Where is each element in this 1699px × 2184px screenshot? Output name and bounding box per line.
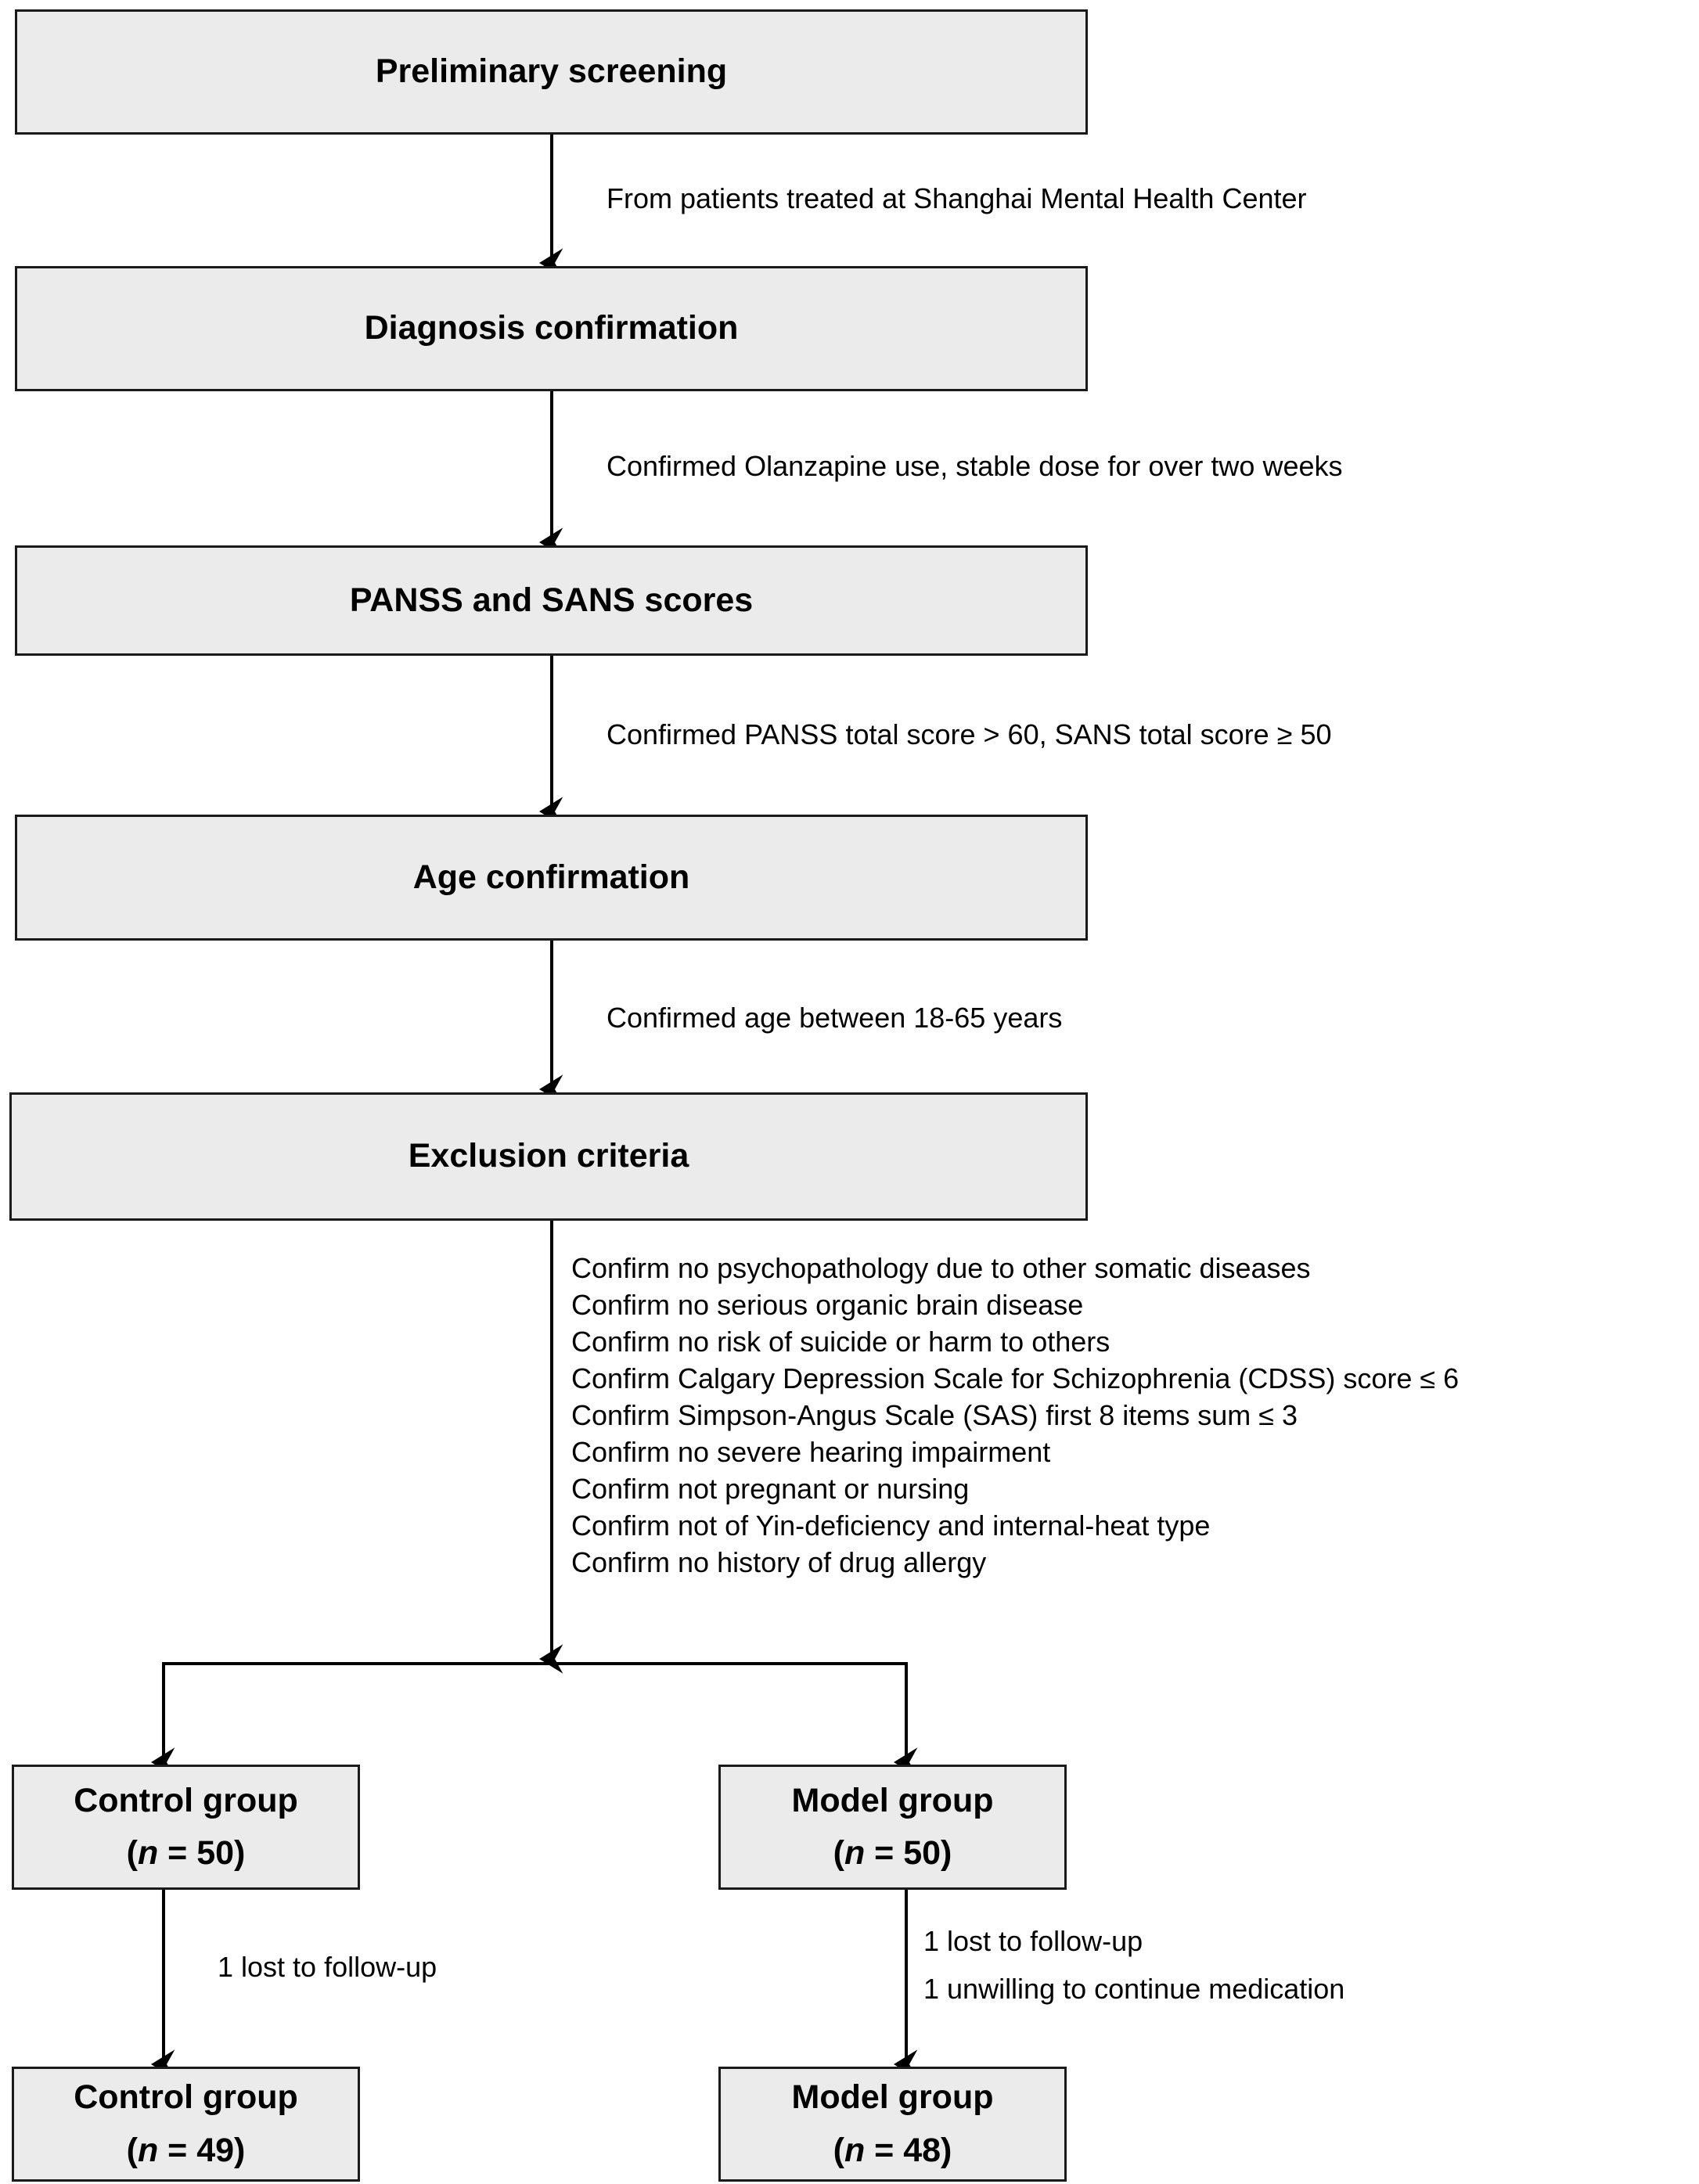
node-title: Exclusion criteria bbox=[408, 1137, 689, 1175]
node-preliminary-screening[interactable]: Preliminary screening bbox=[15, 9, 1088, 135]
exclusion-criteria-item: Confirm not pregnant or nursing bbox=[571, 1473, 970, 1505]
exclusion-criteria-item: Confirm Simpson-Angus Scale (SAS) first … bbox=[571, 1399, 1298, 1431]
node-model-group-48[interactable]: Model group (n = 48) bbox=[718, 2067, 1067, 2182]
exclusion-criteria-item: Confirm no severe hearing impairment bbox=[571, 1436, 1051, 1468]
edge-label-age-to-exclusion: Confirmed age between 18-65 years bbox=[607, 1002, 1063, 1034]
exclusion-criteria-list: Confirm no psychopathology due to other … bbox=[571, 1250, 1459, 1581]
node-exclusion-criteria[interactable]: Exclusion criteria bbox=[9, 1092, 1088, 1221]
node-title: Control group bbox=[74, 1781, 298, 1819]
node-count: (n = 50) bbox=[833, 1834, 952, 1872]
node-control-group-50[interactable]: Control group (n = 50) bbox=[12, 1765, 360, 1890]
node-title: Preliminary screening bbox=[375, 52, 728, 91]
node-title: Model group bbox=[791, 1781, 994, 1819]
node-control-group-49[interactable]: Control group (n = 49) bbox=[12, 2067, 360, 2182]
edge-label-scores-to-age: Confirmed PANSS total score > 60, SANS t… bbox=[607, 718, 1332, 750]
node-age-confirmation[interactable]: Age confirmation bbox=[15, 815, 1088, 941]
node-count: (n = 50) bbox=[126, 1834, 246, 1872]
exclusion-criteria-item: Confirm not of Yin-deficiency and intern… bbox=[571, 1509, 1211, 1542]
node-title: Model group bbox=[791, 2078, 994, 2117]
exclusion-criteria-item: Confirm no history of drug allergy bbox=[571, 1546, 987, 1578]
edge-label-control-dropout: 1 lost to follow-up bbox=[218, 1951, 437, 1983]
exclusion-criteria-item: Confirm no psychopathology due to other … bbox=[571, 1252, 1311, 1284]
node-title: Control group bbox=[74, 2078, 298, 2117]
node-diagnosis-confirmation[interactable]: Diagnosis confirmation bbox=[15, 266, 1088, 391]
node-panss-sans-scores[interactable]: PANSS and SANS scores bbox=[15, 545, 1088, 656]
edge-label-diagnosis-to-scores: Confirmed Olanzapine use, stable dose fo… bbox=[607, 450, 1343, 482]
node-count: (n = 49) bbox=[126, 2131, 246, 2169]
node-title: Age confirmation bbox=[412, 858, 690, 896]
edge-label-model-dropout-line2: 1 unwilling to continue medication bbox=[923, 1973, 1345, 2005]
exclusion-criteria-item: Confirm no risk of suicide or harm to ot… bbox=[571, 1326, 1110, 1358]
edge-label-screening-to-diagnosis: From patients treated at Shanghai Mental… bbox=[607, 182, 1307, 214]
node-model-group-50[interactable]: Model group (n = 50) bbox=[718, 1765, 1067, 1890]
exclusion-criteria-item: Confirm Calgary Depression Scale for Sch… bbox=[571, 1362, 1460, 1394]
node-count: (n = 48) bbox=[833, 2131, 952, 2169]
edge-label-model-dropout-line1: 1 lost to follow-up bbox=[923, 1925, 1143, 1957]
node-title: Diagnosis confirmation bbox=[364, 309, 739, 347]
exclusion-criteria-item: Confirm no serious organic brain disease bbox=[571, 1289, 1084, 1321]
node-title: PANSS and SANS scores bbox=[349, 581, 754, 619]
